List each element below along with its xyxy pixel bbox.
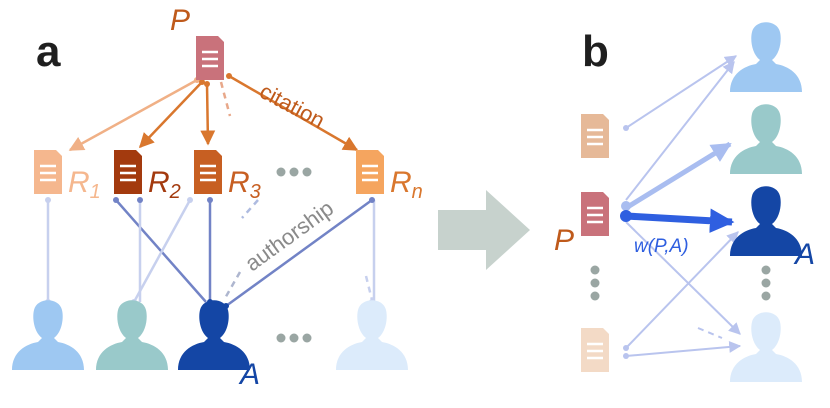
- authorship-edge-r3-more: [241, 199, 259, 219]
- ref-r1-document-icon: [32, 148, 64, 196]
- ref-r3-label: R3: [228, 166, 261, 203]
- paper-p-document-icon-b: [579, 190, 611, 238]
- citation-label: citation: [256, 78, 329, 133]
- author-n-person-icon-b: [730, 312, 802, 382]
- author-a-person-icon-b: [730, 186, 802, 256]
- citation-edge-r2: [138, 81, 203, 149]
- citation-edge-more: [219, 81, 232, 117]
- panel-b-edge-dots: [620, 125, 632, 359]
- author-1-person-icon-b: [730, 22, 802, 92]
- edge-more-author-n: [697, 327, 723, 339]
- authors-ellipsis-icon-b: [761, 265, 771, 301]
- authors-ellipsis-icon: [276, 333, 312, 343]
- paper-p-label: P: [170, 4, 190, 37]
- panel-a-label: a: [36, 27, 61, 76]
- citation-edges: [68, 74, 359, 152]
- edge-p-author2: [624, 141, 732, 211]
- ref-r1-label: R1: [68, 166, 101, 203]
- panel-b: b P w(P,A): [554, 22, 815, 382]
- ref-document-icon-1: [579, 112, 611, 160]
- edge-r1-author1: [625, 55, 738, 129]
- citation-edge-r3: [200, 83, 216, 146]
- panel-b-label: b: [582, 27, 609, 76]
- author-a-label-b: A: [793, 238, 815, 271]
- refs-ellipsis-icon: [276, 167, 312, 177]
- ref-rn-document-icon: [354, 148, 386, 196]
- citation-edge-rn: [228, 74, 359, 152]
- authorship-edge-more-a4: [364, 275, 374, 301]
- edge-rk-author-n: [625, 340, 742, 357]
- author-2-person-icon: [96, 300, 168, 370]
- ref-r2-label: R2: [148, 166, 181, 203]
- papers-ellipsis-icon: [590, 265, 600, 301]
- citation-edge-r1: [68, 78, 198, 152]
- ref-document-icon-k: [579, 326, 611, 374]
- big-arrow-icon: [438, 190, 530, 270]
- weight-label: w(P,A): [634, 236, 689, 257]
- edge-p-author1: [625, 61, 735, 201]
- authorship-edges: [46, 198, 376, 308]
- ref-r3-document-icon: [192, 148, 224, 196]
- author-a-label: A: [238, 358, 260, 391]
- panel-b-edges: [624, 55, 742, 357]
- edge-p-author-a: [625, 208, 735, 233]
- authorship-edge-more-a: [222, 271, 242, 301]
- author-2-person-icon-b: [730, 104, 802, 174]
- paper-p-label-b: P: [554, 224, 574, 257]
- panel-a: a citation P: [12, 4, 423, 391]
- ref-rn-label: Rn: [390, 166, 423, 203]
- author-n-person-icon: [336, 300, 408, 370]
- edge-rk-author-a: [625, 231, 739, 349]
- ref-r2-document-icon: [112, 148, 144, 196]
- authorship-edge-rn-a: [225, 198, 373, 308]
- authorship-edge-r3-a2: [132, 199, 192, 303]
- edge-p-author-n: [625, 221, 741, 335]
- author-1-person-icon: [12, 300, 84, 370]
- paper-p-document-icon: [194, 34, 226, 82]
